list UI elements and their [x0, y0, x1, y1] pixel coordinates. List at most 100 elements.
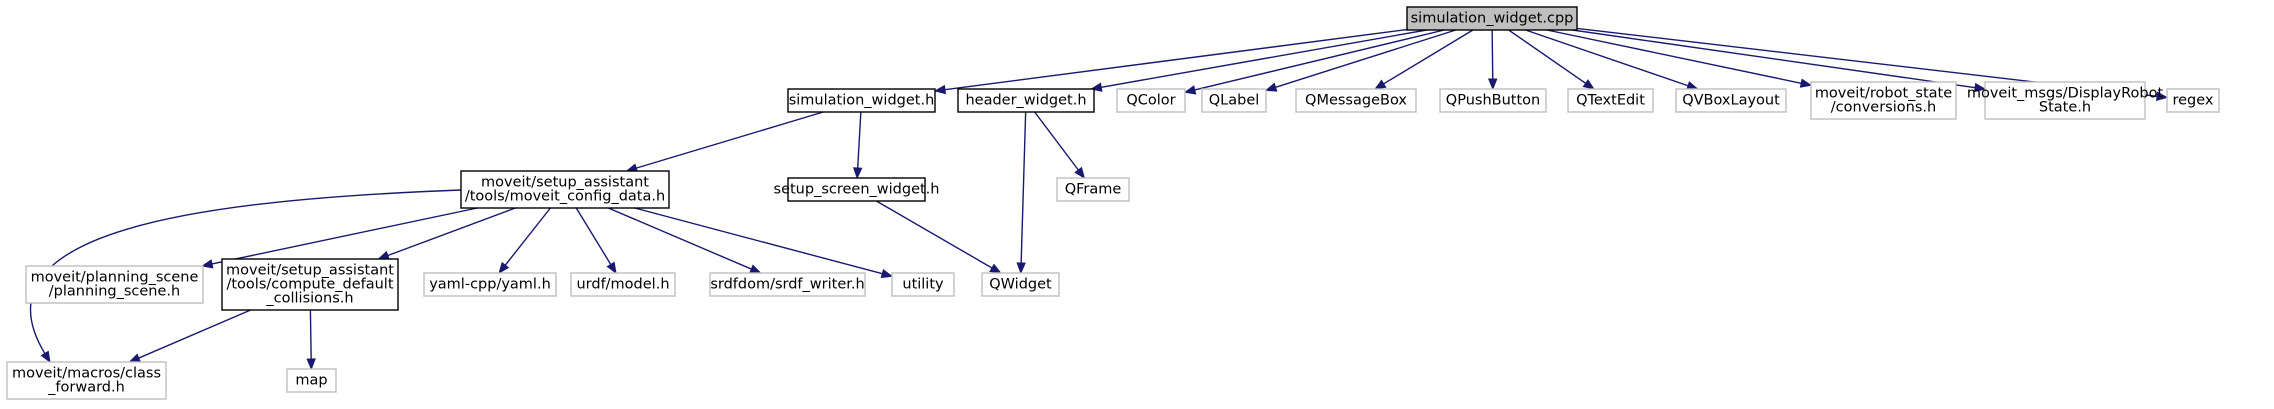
node-qframe-label-line: QFrame: [1065, 182, 1122, 198]
arrowhead-moveit-config-data-to-compute-default-collisions: [377, 250, 390, 260]
node-moveit-config-data-label-line: moveit/setup_assistant: [481, 175, 649, 191]
arrowhead-header-widget-h-to-qframe: [1074, 166, 1086, 180]
node-qlabel: QLabel: [1201, 88, 1267, 113]
node-compute-default-collisions-label-line: _collisions.h: [265, 291, 353, 307]
node-qcolor-label-line: QColor: [1126, 93, 1175, 109]
arrowhead-moveit-config-data-to-yaml: [498, 261, 510, 275]
node-display-robot-state-label-line: State.h: [2039, 100, 2091, 116]
node-srdf-writer-label-line: srdfdom/srdf_writer.h: [710, 277, 864, 293]
edge-compute-default-collisions-to-class-forward: [138, 309, 251, 359]
node-simwidget-h-box: [787, 88, 936, 113]
arrowhead-compute-default-collisions-to-map: [306, 358, 316, 371]
node-yaml: yaml-cpp/yaml.h: [423, 272, 557, 297]
edge-root-to-robot-state-conv: [1546, 29, 1802, 84]
edge-moveit-config-data-to-utility: [634, 207, 883, 275]
node-setup-screen-widget-box: [787, 177, 926, 202]
node-class-forward: moveit/macros/class_forward.h: [6, 361, 167, 400]
arrowhead-setup-screen-widget-to-qwidget: [989, 263, 1002, 274]
edge-moveit-config-data-to-srdf-writer: [608, 207, 752, 270]
arrowhead-root-to-qcolor: [1183, 85, 1197, 95]
node-regex: regex: [2166, 88, 2220, 113]
node-qcolor-box: [1116, 88, 1186, 113]
node-planning-scene-box: [25, 265, 204, 304]
edge-root-to-simwidget-h: [944, 28, 1408, 91]
edge-simwidget-h-to-setup-screen-widget: [857, 111, 862, 169]
arrowhead-root-to-simwidget-h: [933, 84, 947, 95]
node-qwidget-box: [981, 272, 1060, 297]
node-qframe-box: [1056, 177, 1130, 202]
node-simwidget-h[interactable]: simulation_widget.h: [787, 88, 936, 113]
node-yaml-box: [423, 272, 557, 297]
node-simwidget-h-label-line: simulation_widget.h: [789, 93, 935, 109]
node-qcolor: QColor: [1116, 88, 1186, 113]
node-utility-label-line: utility: [902, 277, 944, 293]
arrowhead-moveit-config-data-to-utility: [880, 269, 894, 279]
edge-moveit-config-data-to-yaml: [504, 207, 551, 266]
edge-header-widget-h-to-qwidget: [1020, 111, 1027, 264]
node-qpushbutton: QPushButton: [1439, 88, 1547, 113]
edge-root-to-header-widget-h: [1101, 29, 1427, 88]
arrowhead-moveit-config-data-to-planning-scene: [200, 259, 214, 269]
edge-header-widget-h-to-qframe: [1034, 111, 1079, 171]
edge-compute-default-collisions-to-map: [309, 309, 312, 360]
arrowhead-root-to-robot-state-conv: [1799, 78, 1813, 88]
node-display-robot-state-box: [1984, 81, 2146, 120]
edge-root-to-qtextedit: [1508, 29, 1587, 84]
arrowhead-moveit-config-data-to-urdf-model: [606, 261, 617, 275]
arrowhead-simwidget-h-to-setup-screen-widget: [853, 167, 863, 180]
node-planning-scene-label-line: moveit/planning_scene: [31, 270, 199, 286]
edge-root-to-qmessagebox: [1383, 29, 1474, 85]
node-moveit-config-data[interactable]: moveit/setup_assistant/tools/moveit_conf…: [460, 170, 670, 209]
node-root[interactable]: simulation_widget.cpp: [1406, 6, 1578, 31]
node-root-label-line: simulation_widget.cpp: [1411, 11, 1574, 27]
node-regex-label-line: regex: [2172, 93, 2213, 109]
node-qtextedit: QTextEdit: [1567, 88, 1654, 113]
node-qvboxlayout-box: [1675, 88, 1787, 113]
node-qvboxlayout: QVBoxLayout: [1675, 88, 1787, 113]
node-qlabel-label-line: QLabel: [1209, 93, 1260, 109]
node-display-robot-state-label-line: moveit_msgs/DisplayRobot: [1967, 86, 2164, 102]
edge-setup-screen-widget-to-qwidget: [876, 200, 993, 269]
edges-layer: [29, 27, 2169, 371]
node-robot-state-conv-box: [1810, 81, 1957, 120]
node-class-forward-label-line: moveit/macros/class: [12, 366, 161, 382]
node-planning-scene: moveit/planning_scene/planning_scene.h: [25, 265, 204, 304]
node-urdf-model: urdf/model.h: [570, 272, 676, 297]
node-srdf-writer: srdfdom/srdf_writer.h: [709, 272, 866, 297]
node-urdf-model-box: [570, 272, 676, 297]
node-root-box: [1406, 6, 1578, 31]
edge-root-to-qcolor: [1194, 29, 1445, 91]
node-header-widget-h[interactable]: header_widget.h: [957, 88, 1095, 113]
node-compute-default-collisions[interactable]: moveit/setup_assistant/tools/compute_def…: [221, 258, 399, 311]
node-robot-state-conv: moveit/robot_state/conversions.h: [1810, 81, 1957, 120]
node-qtextedit-box: [1567, 88, 1654, 113]
arrowhead-header-widget-h-to-qwidget: [1016, 262, 1026, 275]
nodes-layer: simulation_widget.cpp simulation_widget.h…: [6, 6, 2220, 400]
node-qwidget: QWidget: [981, 272, 1060, 297]
edge-root-to-qlabel: [1275, 29, 1457, 88]
node-qlabel-box: [1201, 88, 1267, 113]
node-qwidget-label-line: QWidget: [989, 277, 1052, 293]
node-qmessagebox-box: [1295, 88, 1417, 113]
arrowhead-moveit-config-data-to-class-forward: [40, 350, 51, 364]
node-utility-box: [891, 272, 955, 297]
node-qmessagebox-label-line: QMessageBox: [1305, 93, 1407, 109]
arrowhead-root-to-qlabel: [1264, 82, 1278, 92]
node-qtextedit-label-line: QTextEdit: [1576, 93, 1645, 109]
edge-moveit-config-data-to-class-forward: [29, 189, 462, 354]
node-class-forward-label-line: _forward.h: [47, 380, 125, 396]
arrowhead-root-to-display-robot-state: [1973, 82, 1987, 93]
node-setup-screen-widget[interactable]: setup_screen_widget.h: [774, 177, 940, 202]
node-qpushbutton-box: [1439, 88, 1547, 113]
node-compute-default-collisions-box: [221, 258, 399, 311]
node-header-widget-h-box: [957, 88, 1095, 113]
arrowhead-root-to-qpushbutton: [1487, 78, 1498, 91]
node-qmessagebox: QMessageBox: [1295, 88, 1417, 113]
node-map: map: [286, 368, 337, 393]
node-srdf-writer-box: [709, 272, 866, 297]
edge-moveit-config-data-to-urdf-model: [575, 207, 612, 265]
arrowhead-root-to-regex: [2156, 91, 2169, 101]
node-robot-state-conv-label-line: /conversions.h: [1831, 100, 1936, 116]
